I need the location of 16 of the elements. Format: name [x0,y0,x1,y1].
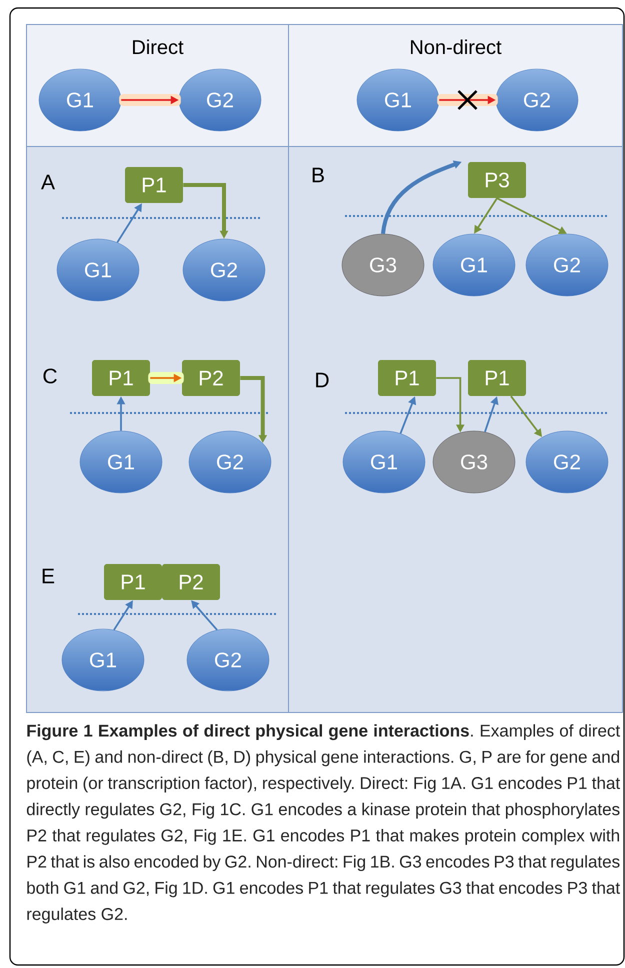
protein-box: P2 [182,360,240,396]
protein-box: P1 [92,360,150,396]
panel-letter: B [312,168,324,182]
panel-letter: A [41,174,55,190]
protein-box: P3 [468,162,526,198]
figure-caption: Figure 1 Examples of direct physical gene interactions. Examples of direct (A, C, E) and non-direct (B, D) physical gene interactions. G, P are for gene and protein (or transcription factor), respectively. Direct: Fig 1A. G1 encodes P1 that directly regulates G2, Fig 1C. G1 encodes a kinase protein that phosphorylates P2 that regulates G2, Fig 1E. G1 encodes P1 that makes protein complex with P2 that is also encoded by G2. Non-direct: Fig 1B. G3 encodes P3 that regulates both G1 and G2, Fig 1D. G1 encodes P1 that regulates G3 that encodes P3 that regulates G2. [26,724,620,924]
panel-letter: D [316,372,329,388]
panel-letter: E [42,568,54,584]
protein-box: P1 [125,167,183,203]
protein-box: P1 [104,564,162,600]
node-label: P2 [180,574,203,590]
protein-box: P1 [378,360,436,396]
protein-box: P2 [162,564,220,600]
node-label: P1 [122,574,145,590]
protein-box: P1 [468,360,526,396]
panel-letter: C [43,368,57,384]
